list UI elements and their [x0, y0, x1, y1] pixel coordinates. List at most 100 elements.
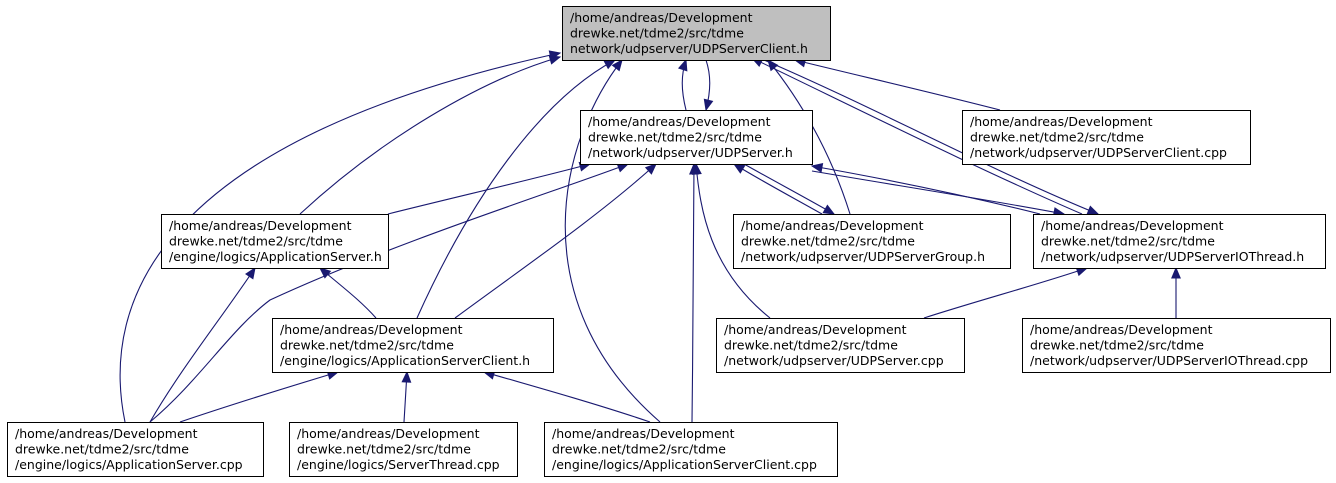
- edge-udpserver_h-to-udpserverclient_h: [677, 58, 688, 111]
- node-label-line: /home/andreas/Development: [297, 426, 480, 441]
- node-udpserver_cpp[interactable]: /home/andreas/Developmentdrewke.net/tdme…: [716, 318, 965, 373]
- node-label-line: /home/andreas/Development: [724, 322, 907, 337]
- edge-line: [763, 59, 1099, 215]
- edge-line: [483, 371, 651, 423]
- edge-line: [319, 267, 377, 319]
- node-udpserveriothread_cpp[interactable]: /home/andreas/Developmentdrewke.net/tdme…: [1022, 318, 1331, 373]
- edge-applicationserverclient_cpp-to-udpserverclient_h: [564, 58, 661, 423]
- node-udpserverclient_cpp[interactable]: /home/andreas/Developmentdrewke.net/tdme…: [962, 110, 1251, 165]
- node-box: [544, 422, 838, 477]
- node-label-line: /network/udpserver/UDPServerGroup.h: [741, 249, 985, 264]
- edge-applicationserver_h-to-udpserverclient_h: [299, 55, 562, 215]
- node-applicationserver_cpp[interactable]: /home/andreas/Developmentdrewke.net/tdme…: [7, 422, 264, 477]
- edge-applicationserverclient_h-to-udpserver_h: [454, 163, 657, 319]
- node-box: [1033, 214, 1326, 269]
- edge-udpservergroup_h-to-udpserver_h: [732, 163, 823, 215]
- node-label-line: /network/udpserver/UDPServer.cpp: [724, 353, 944, 368]
- node-box: [733, 214, 1011, 269]
- node-udpserveriothread_h[interactable]: /home/andreas/Developmentdrewke.net/tdme…: [1033, 214, 1326, 269]
- arrowhead-icon: [822, 204, 836, 215]
- node-label-line: /home/andreas/Development: [741, 218, 924, 233]
- node-box: [580, 110, 813, 165]
- edge-line: [751, 57, 1083, 215]
- edge-line: [387, 163, 591, 215]
- node-box: [562, 6, 831, 61]
- node-applicationserverclient_h[interactable]: /home/andreas/Developmentdrewke.net/tdme…: [272, 318, 554, 373]
- edge-line: [149, 163, 629, 423]
- node-serverthread_cpp[interactable]: /home/andreas/Developmentdrewke.net/tdme…: [289, 422, 518, 477]
- node-applicationserver_h[interactable]: /home/andreas/Developmentdrewke.net/tdme…: [161, 214, 389, 269]
- node-box: [7, 422, 264, 477]
- node-label-line: /home/andreas/Development: [588, 114, 771, 129]
- node-label-line: /home/andreas/Development: [1041, 218, 1224, 233]
- node-label-line: /engine/logics/ApplicationServer.cpp: [15, 457, 243, 472]
- nodes-layer: /home/andreas/Developmentdrewke.net/tdme…: [7, 6, 1331, 477]
- node-udpserver_h[interactable]: /home/andreas/Developmentdrewke.net/tdme…: [580, 110, 813, 165]
- node-udpserverclient_h[interactable]: /home/andreas/Developmentdrewke.net/tdme…: [562, 6, 831, 61]
- node-label-line: drewke.net/tdme2/src/tdme: [724, 338, 898, 353]
- arrowhead-icon: [644, 163, 657, 175]
- edge-line: [416, 59, 616, 319]
- node-label-line: drewke.net/tdme2/src/tdme: [552, 442, 726, 457]
- edge-line: [179, 371, 339, 423]
- arrowhead-icon: [732, 163, 746, 174]
- edge-udpserveriothread_h-to-udpserver_h: [810, 162, 1041, 215]
- arrowhead-icon: [810, 162, 824, 173]
- edge-line: [794, 59, 1001, 111]
- edge-line: [695, 163, 771, 319]
- edge-serverthread_cpp-to-applicationserverclient_h: [401, 370, 412, 423]
- arrowhead-icon: [245, 266, 256, 280]
- node-label-line: /engine/logics/ApplicationServer.h: [169, 249, 382, 264]
- node-label-line: drewke.net/tdme2/src/tdme: [570, 26, 744, 41]
- node-label-line: /network/udpserver/UDPServerIOThread.cpp: [1030, 353, 1308, 368]
- node-label-line: /engine/logics/ApplicationServerClient.c…: [552, 457, 817, 472]
- edge-udpserver_cpp-to-udpserveriothread_h: [923, 266, 1089, 319]
- edge-line: [811, 170, 1065, 215]
- node-box: [1022, 318, 1331, 373]
- node-label-line: /network/udpserver/UDPServerClient.cpp: [970, 145, 1227, 160]
- node-label-line: /engine/logics/ApplicationServerClient.h: [280, 353, 530, 368]
- arrowhead-icon: [401, 370, 412, 383]
- arrowhead-icon: [1171, 266, 1181, 279]
- node-label-line: network/udpserver/UDPServerClient.h: [570, 41, 808, 56]
- edge-line: [811, 165, 1041, 215]
- edge-line: [564, 59, 661, 423]
- node-label-line: /home/andreas/Development: [552, 426, 735, 441]
- edge-line: [149, 267, 256, 423]
- node-label-line: /engine/logics/ServerThread.cpp: [297, 457, 500, 472]
- edge-udpserver_h-to-udpserveriothread_h: [811, 170, 1066, 217]
- node-label-line: drewke.net/tdme2/src/tdme: [297, 442, 471, 457]
- node-label-line: /home/andreas/Development: [1030, 322, 1213, 337]
- node-label-line: /home/andreas/Development: [169, 218, 352, 233]
- arrowhead-icon: [603, 59, 617, 70]
- node-udpservergroup_h[interactable]: /home/andreas/Developmentdrewke.net/tdme…: [733, 214, 1011, 269]
- node-box: [272, 318, 554, 373]
- edge-applicationserver_cpp-to-udpserver_h: [149, 163, 630, 423]
- edge-line: [691, 163, 695, 423]
- edge-applicationserverclient_cpp-to-udpserver_h: [689, 162, 699, 423]
- node-box: [289, 422, 518, 477]
- edge-applicationserver_cpp-to-applicationserverclient_h: [179, 370, 340, 423]
- edge-line: [923, 267, 1088, 319]
- edge-applicationserverclient_h-to-applicationserver_h: [319, 267, 377, 319]
- arrowhead-icon: [689, 162, 699, 175]
- node-label-line: drewke.net/tdme2/src/tdme: [15, 442, 189, 457]
- edge-udpserverclient_cpp-to-udpserverclient_h: [793, 57, 1001, 111]
- node-label-line: drewke.net/tdme2/src/tdme: [1030, 338, 1204, 353]
- edge-udpserveriothread_cpp-to-udpserveriothread_h: [1171, 266, 1181, 319]
- edge-line: [454, 163, 657, 319]
- edge-line: [299, 56, 561, 215]
- node-box: [161, 214, 389, 269]
- edge-applicationserver_cpp-to-applicationserver_h: [149, 266, 256, 423]
- node-label-line: /home/andreas/Development: [970, 114, 1153, 129]
- arrowhead-icon: [677, 58, 688, 72]
- edge-applicationserverclient_cpp-to-applicationserverclient_h: [482, 370, 651, 423]
- node-label-line: /network/udpserver/UDPServerIOThread.h: [1041, 249, 1304, 264]
- edge-applicationserverclient_h-to-udpserverclient_h: [416, 59, 617, 319]
- arrowhead-icon: [703, 98, 714, 112]
- edge-line: [767, 59, 851, 215]
- node-label-line: drewke.net/tdme2/src/tdme: [970, 130, 1144, 145]
- arrowhead-icon: [548, 50, 562, 61]
- node-applicationserverclient_cpp[interactable]: /home/andreas/Developmentdrewke.net/tdme…: [544, 422, 838, 477]
- edge-udpserver_h-to-udpservergroup_h: [743, 163, 836, 215]
